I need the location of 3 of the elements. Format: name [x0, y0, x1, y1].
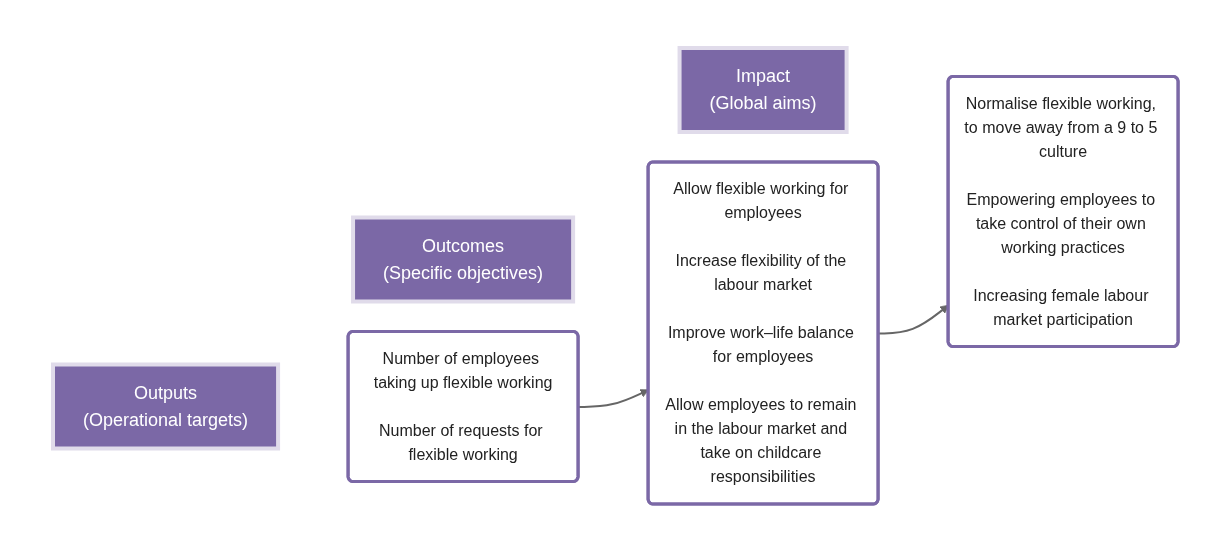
node-box: Outcomes (Specific objectives) — [351, 215, 576, 303]
node-box: Impact (Global aims) — [677, 45, 849, 134]
node-box: Outputs (Operational targets) — [50, 362, 281, 450]
